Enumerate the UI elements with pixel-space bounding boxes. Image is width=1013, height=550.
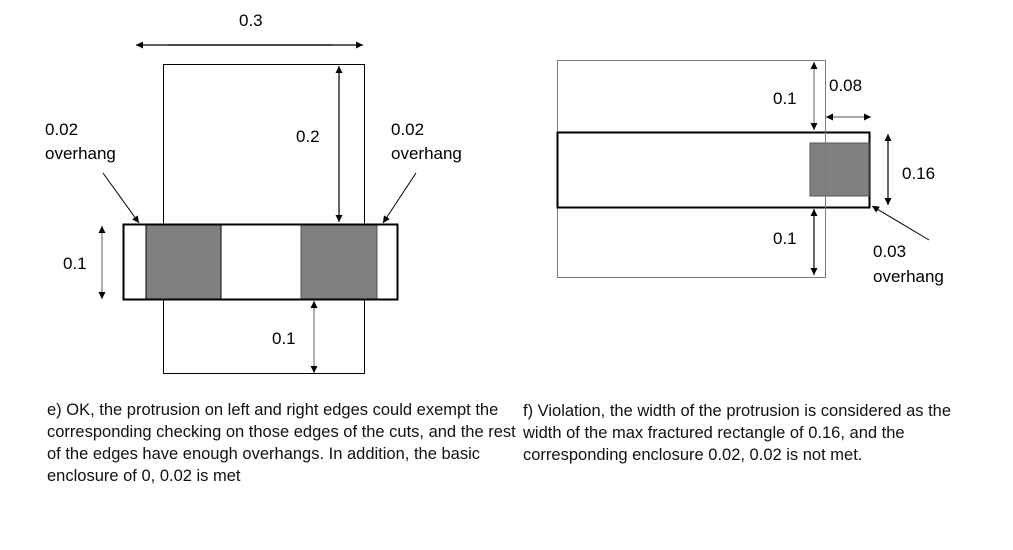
right-overhang-pointer [382, 172, 417, 224]
cut-right [300, 224, 378, 300]
bottom-enclosure-label: 0.1 [773, 229, 797, 248]
left-overhang-word: overhang [45, 144, 116, 163]
left-overhang-value: 0.02 [45, 120, 78, 139]
figure-f: 0.1 0.08 0.16 0.1 0.03 overhang [556, 60, 944, 286]
top-enclosure-label: 0.2 [296, 127, 320, 146]
cut-height-label: 0.16 [902, 164, 935, 183]
overhang-value: 0.03 [873, 242, 906, 261]
figure-e: 0.3 0.2 0.1 0.1 0.02 overhang 0.02 overh… [45, 11, 462, 374]
caption-f: f) Violation, the width of the protrusio… [523, 402, 952, 464]
cut-left [145, 224, 222, 300]
protrusion-width-label: 0.08 [829, 76, 862, 95]
overhang-word: overhang [873, 267, 944, 286]
band-height-label: 0.1 [63, 254, 87, 273]
cut [809, 142, 870, 197]
left-overhang-pointer [102, 172, 140, 224]
right-overhang-word: overhang [391, 144, 462, 163]
top-enclosure-label: 0.1 [773, 89, 797, 108]
right-overhang-value: 0.02 [391, 120, 424, 139]
width-label: 0.3 [239, 11, 263, 30]
caption-e: e) OK, the protrusion on left and right … [47, 401, 516, 485]
overhang-pointer [871, 205, 930, 241]
vertical-metal-rect [163, 64, 365, 374]
bottom-enclosure-label: 0.1 [272, 329, 296, 348]
